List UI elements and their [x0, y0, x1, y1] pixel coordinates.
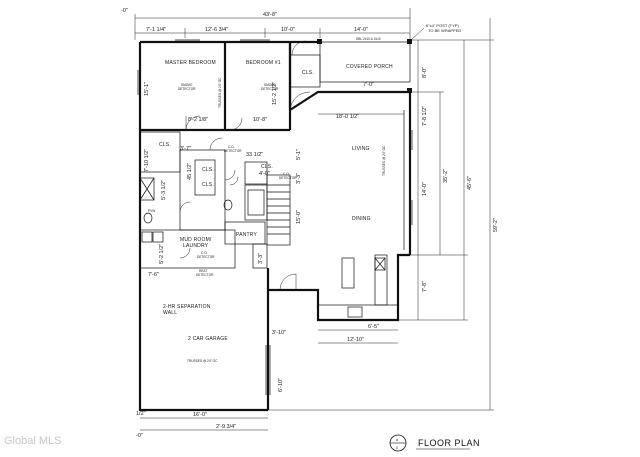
section-marker-bottom: 6	[396, 446, 398, 450]
label-mudroom: MUD ROOM/	[180, 237, 212, 243]
label-closet-hall: CLS.	[261, 164, 273, 170]
section-marker-top: A	[396, 438, 399, 442]
note-smoke1b: DETECTOR	[178, 87, 196, 91]
note-co1b: DETECTOR	[224, 149, 242, 153]
dim-top1: 7'-1 1/4"	[146, 27, 166, 33]
label-closet-left: CLS.	[159, 142, 171, 148]
dim-garage-step: 3'-10"	[272, 330, 286, 336]
label-living: LIVING	[352, 146, 370, 152]
note-co2b: DETECTOR	[279, 176, 297, 180]
note-pvw: PVW	[148, 209, 155, 213]
dim-garage-w: 16'-0"	[193, 412, 207, 418]
section-marker	[389, 434, 407, 452]
note-heat2: DETECTOR	[196, 273, 214, 277]
dim-top2: 12'-6 3/4"	[205, 27, 228, 33]
dim-overall-width: 43'-8"	[263, 12, 277, 18]
windows	[137, 39, 413, 395]
label-bedroom-1: BEDROOM #1	[246, 60, 281, 66]
post-note-line1: 6"x4" POST (TYP)	[426, 23, 459, 28]
dim-right-a: 8'-0"	[422, 67, 428, 78]
right-dimension-lines	[268, 18, 494, 411]
door-swings	[179, 40, 311, 291]
label-closet-small1: CLS.	[202, 167, 214, 173]
dim-garage-bottom: 2'-9 3/4"	[216, 424, 236, 430]
note-smoke2b: DETECTOR	[261, 87, 279, 91]
dim-left-frag1: 1/2"	[136, 411, 146, 417]
top-dimension-lines	[134, 8, 411, 40]
dim-bed1-width: 10'-8"	[253, 117, 267, 123]
dim-left-frag2: -0"	[136, 433, 143, 439]
dim-top4: 14'-0"	[354, 27, 368, 33]
dim-hall-depth: 3'-7"	[180, 146, 191, 152]
note-smoke1a: SMOKE	[181, 83, 193, 87]
bath-fixtures	[139, 177, 265, 243]
interior-walls	[139, 42, 405, 321]
dim-left-closet: 7'-10 1/2"	[144, 149, 150, 172]
label-closet-small2: CLS.	[202, 182, 214, 188]
dim-kitchen-w: 6'-5"	[368, 324, 379, 330]
dim-top3: 10'-0"	[281, 27, 295, 33]
dim-stair-a: 5'-1"	[296, 149, 302, 160]
note-co3b: DETECTOR	[197, 255, 215, 259]
dim-bed1-depth: 15'-2 1/2"	[272, 82, 278, 105]
note-co2a: C.O.	[283, 172, 290, 176]
note-co3a: C.O.	[201, 251, 208, 255]
label-separation-line2: WALL	[163, 310, 177, 316]
label-closet-bed: CLS.	[302, 70, 314, 76]
dim-right-b: 7'-8 1/2"	[422, 106, 428, 126]
watermark: Global MLS	[4, 435, 61, 447]
post-note-leader	[410, 27, 425, 41]
dim-laundry-h: 5'-2 1/2"	[159, 244, 165, 264]
stair-treads	[267, 184, 290, 235]
dim-right-d: 7'-8"	[422, 281, 428, 292]
dim-right-c: 14'-0"	[422, 182, 428, 196]
post-note-line2: TO BE WRAPPED	[428, 28, 461, 33]
dim-porch-depth: 7'-0"	[363, 82, 374, 88]
dim-hall-width: 33 1/2"	[246, 152, 263, 158]
label-laundry: LAUNDRY	[183, 243, 209, 249]
dim-bath-b: 5'-3 1/2"	[161, 180, 167, 200]
note-trusses-living: TRUSSES @ 24" OC	[382, 145, 386, 176]
dim-bath-a: 45 1/2"	[187, 163, 193, 180]
label-pantry: PANTRY	[236, 232, 257, 238]
dim-kitchen-total: 12'-10"	[347, 337, 364, 343]
label-covered-porch: COVERED PORCH	[346, 64, 393, 70]
note-smoke2a: SMOKE	[264, 83, 276, 87]
dim-cls-width: 4'-0"	[259, 171, 270, 177]
dim-pantry-h: 3'-3"	[258, 253, 264, 264]
label-separation-line1: 2-HR SEPARATION	[163, 304, 211, 310]
note-trusses-bed: TRUSSES @ 24" OC	[218, 77, 222, 108]
dim-right-total2: 45'-6"	[467, 176, 473, 190]
dim-top-left-frag: -0"	[121, 8, 128, 14]
dim-stair-b: 3'-3"	[296, 173, 302, 184]
label-master-bedroom: MASTER BEDROOM	[165, 60, 216, 66]
note-heat1: HEAT	[199, 269, 207, 273]
dim-living-width: 18'-0 1/2"	[336, 114, 359, 120]
dim-stair-c: 15'-0"	[296, 210, 302, 224]
dim-right-total3: 59'-2"	[493, 218, 499, 232]
dim-garage-depth: 6'-10"	[278, 378, 284, 392]
label-dining: DINING	[352, 216, 371, 222]
label-garage: 2 CAR GARAGE	[188, 336, 228, 342]
note-trusses-garage: TRUSSES @ 24" OC	[187, 359, 218, 363]
note-co1a: C.O.	[228, 145, 235, 149]
plan-title: FLOOR PLAN	[418, 438, 480, 448]
dim-master-closet: 8'-2 1/8"	[188, 117, 208, 123]
header-note: DBL 2x10 & 2x10	[356, 37, 381, 41]
dim-laundry-w: 7'-6"	[148, 272, 159, 278]
dim-master-depth: 15'-1"	[144, 82, 150, 96]
dim-right-total1: 35'-2"	[443, 169, 449, 183]
